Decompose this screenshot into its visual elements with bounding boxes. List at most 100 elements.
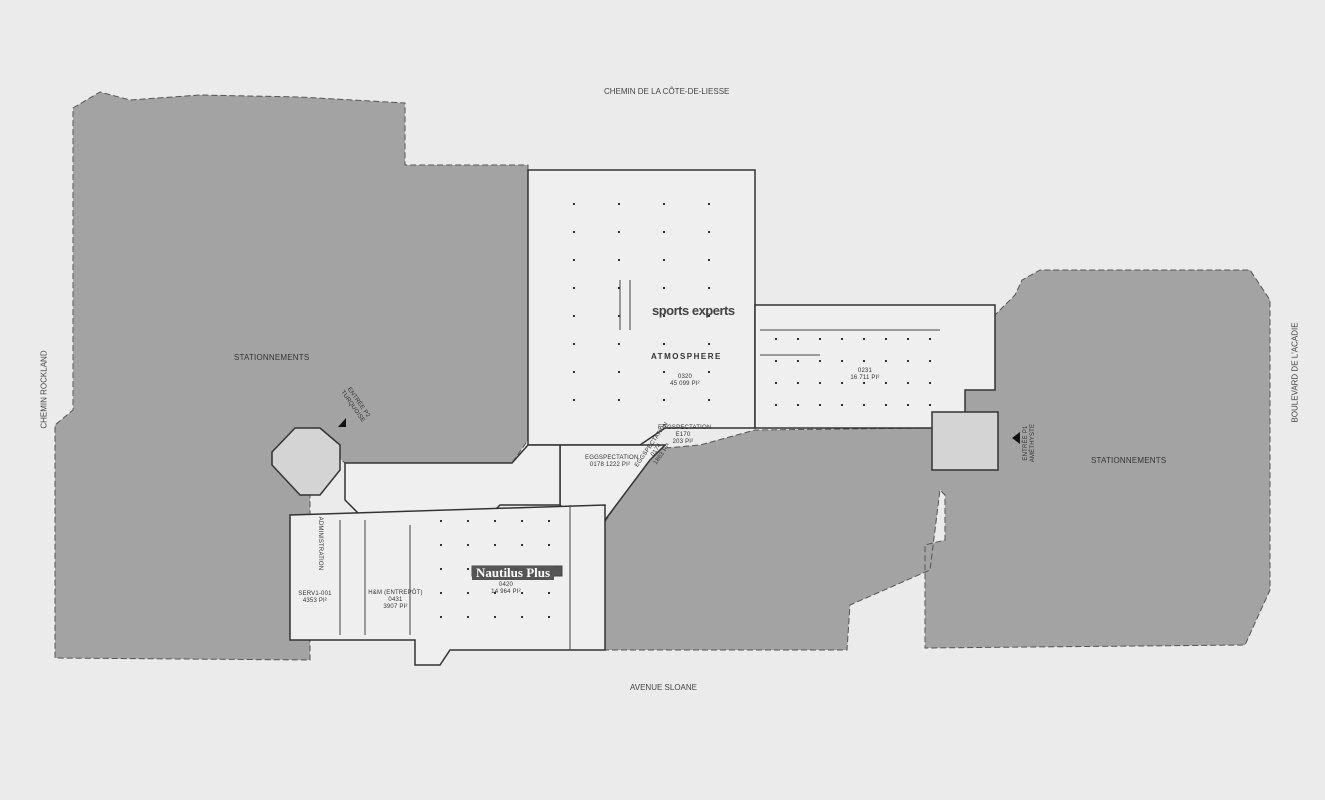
entrance-p2-arrow-icon — [338, 418, 346, 427]
column-marker — [663, 259, 665, 261]
unit-area: 14 964 PI² — [491, 589, 521, 595]
column-marker — [775, 338, 777, 340]
parking-east-label: STATIONNEMENTS — [1091, 456, 1167, 465]
column-marker — [863, 404, 865, 406]
column-marker — [618, 231, 620, 233]
unit-area: 1222 PI² — [605, 462, 631, 468]
column-marker — [548, 544, 550, 546]
unit-number: 0178 — [589, 462, 604, 468]
column-marker — [863, 382, 865, 384]
column-marker — [663, 343, 665, 345]
atmosphere-logo: ATMOSPHERE — [651, 352, 722, 361]
entrance-p1-label: ENTRÉE P1 AMÉTHYSTE — [1023, 423, 1036, 463]
column-marker — [819, 360, 821, 362]
column-marker — [573, 259, 575, 261]
column-marker — [618, 203, 620, 205]
column-marker — [708, 203, 710, 205]
column-marker — [775, 404, 777, 406]
parking-west — [54, 91, 529, 661]
column-marker — [708, 371, 710, 373]
column-marker — [841, 382, 843, 384]
column-marker — [819, 338, 821, 340]
column-marker — [708, 231, 710, 233]
column-marker — [907, 382, 909, 384]
column-marker — [775, 360, 777, 362]
column-marker — [797, 382, 799, 384]
street-east: BOULEVARD DE L'ACADIE — [1290, 322, 1300, 423]
sports-experts-logo: sports experts — [652, 303, 735, 318]
parking-west-label: STATIONNEMENTS — [234, 353, 310, 362]
nautilus-plus-logo: Nautilus Plus — [472, 566, 555, 580]
column-marker — [467, 592, 469, 594]
unit-area: 16 711 PI² — [850, 375, 880, 381]
column-marker — [863, 338, 865, 340]
unit-number: 0231 — [857, 368, 873, 374]
unit-name: H&M (ENTREPÔT) — [368, 590, 423, 596]
column-marker — [841, 338, 843, 340]
column-marker — [841, 360, 843, 362]
store-0231 — [754, 304, 996, 429]
column-marker — [929, 360, 931, 362]
column-marker — [663, 399, 665, 401]
column-marker — [573, 315, 575, 317]
unit-name: EGGSPECTATION — [585, 455, 639, 461]
column-marker — [521, 544, 523, 546]
column-marker — [618, 287, 620, 289]
entrance-p1-arrow-icon — [1012, 432, 1020, 444]
column-marker — [494, 592, 496, 594]
column-marker — [929, 338, 931, 340]
column-marker — [521, 520, 523, 522]
street-north: CHEMIN DE LA CÔTE-DE-LIESSE — [604, 87, 730, 96]
column-marker — [573, 371, 575, 373]
column-marker — [797, 338, 799, 340]
entrance-p1-lobby — [931, 411, 999, 471]
unit-number: 0320 — [677, 374, 693, 380]
columns — [440, 203, 931, 618]
unit-number: E170 — [675, 432, 691, 438]
column-marker — [708, 287, 710, 289]
column-marker — [708, 315, 710, 317]
column-marker — [440, 544, 442, 546]
column-marker — [494, 520, 496, 522]
column-marker — [494, 544, 496, 546]
column-marker — [885, 360, 887, 362]
column-marker — [440, 592, 442, 594]
column-marker — [663, 315, 665, 317]
column-marker — [573, 287, 575, 289]
column-marker — [467, 568, 469, 570]
unit-area: 4353 PI² — [302, 598, 328, 604]
unit-name: EGGSPECTATION — [658, 425, 712, 431]
column-marker — [548, 616, 550, 618]
column-marker — [573, 399, 575, 401]
column-marker — [708, 399, 710, 401]
column-marker — [618, 371, 620, 373]
column-marker — [573, 231, 575, 233]
unit-number: 0420 — [498, 582, 514, 588]
column-marker — [573, 203, 575, 205]
column-marker — [440, 520, 442, 522]
column-marker — [907, 338, 909, 340]
column-marker — [929, 404, 931, 406]
column-marker — [907, 404, 909, 406]
column-marker — [548, 520, 550, 522]
column-marker — [440, 616, 442, 618]
column-marker — [467, 520, 469, 522]
unit-area: 45 099 PI² — [670, 381, 700, 387]
column-marker — [618, 343, 620, 345]
column-marker — [863, 360, 865, 362]
column-marker — [708, 343, 710, 345]
column-marker — [819, 404, 821, 406]
lower-block — [289, 504, 606, 666]
column-marker — [618, 259, 620, 261]
column-marker — [775, 382, 777, 384]
column-marker — [440, 568, 442, 570]
column-marker — [929, 382, 931, 384]
column-marker — [467, 544, 469, 546]
entrance-p2-lobby — [271, 427, 341, 496]
column-marker — [907, 360, 909, 362]
